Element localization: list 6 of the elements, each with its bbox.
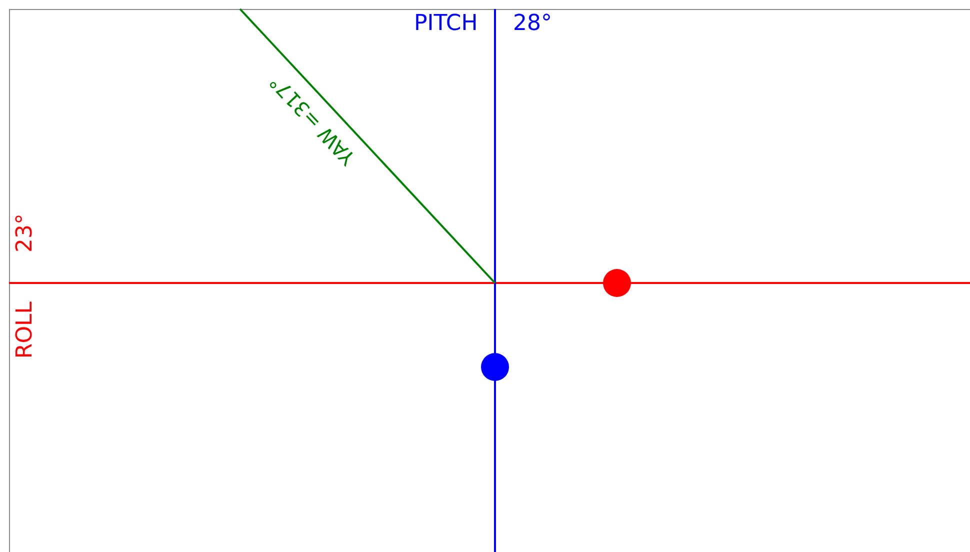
indicator-dot — [603, 269, 631, 297]
axis-label: ROLL — [14, 301, 36, 359]
axis-label: PITCH — [414, 13, 478, 35]
angle-value: 23° — [14, 214, 36, 252]
angle-value: 28° — [513, 13, 552, 35]
indicator-dot — [481, 353, 509, 381]
